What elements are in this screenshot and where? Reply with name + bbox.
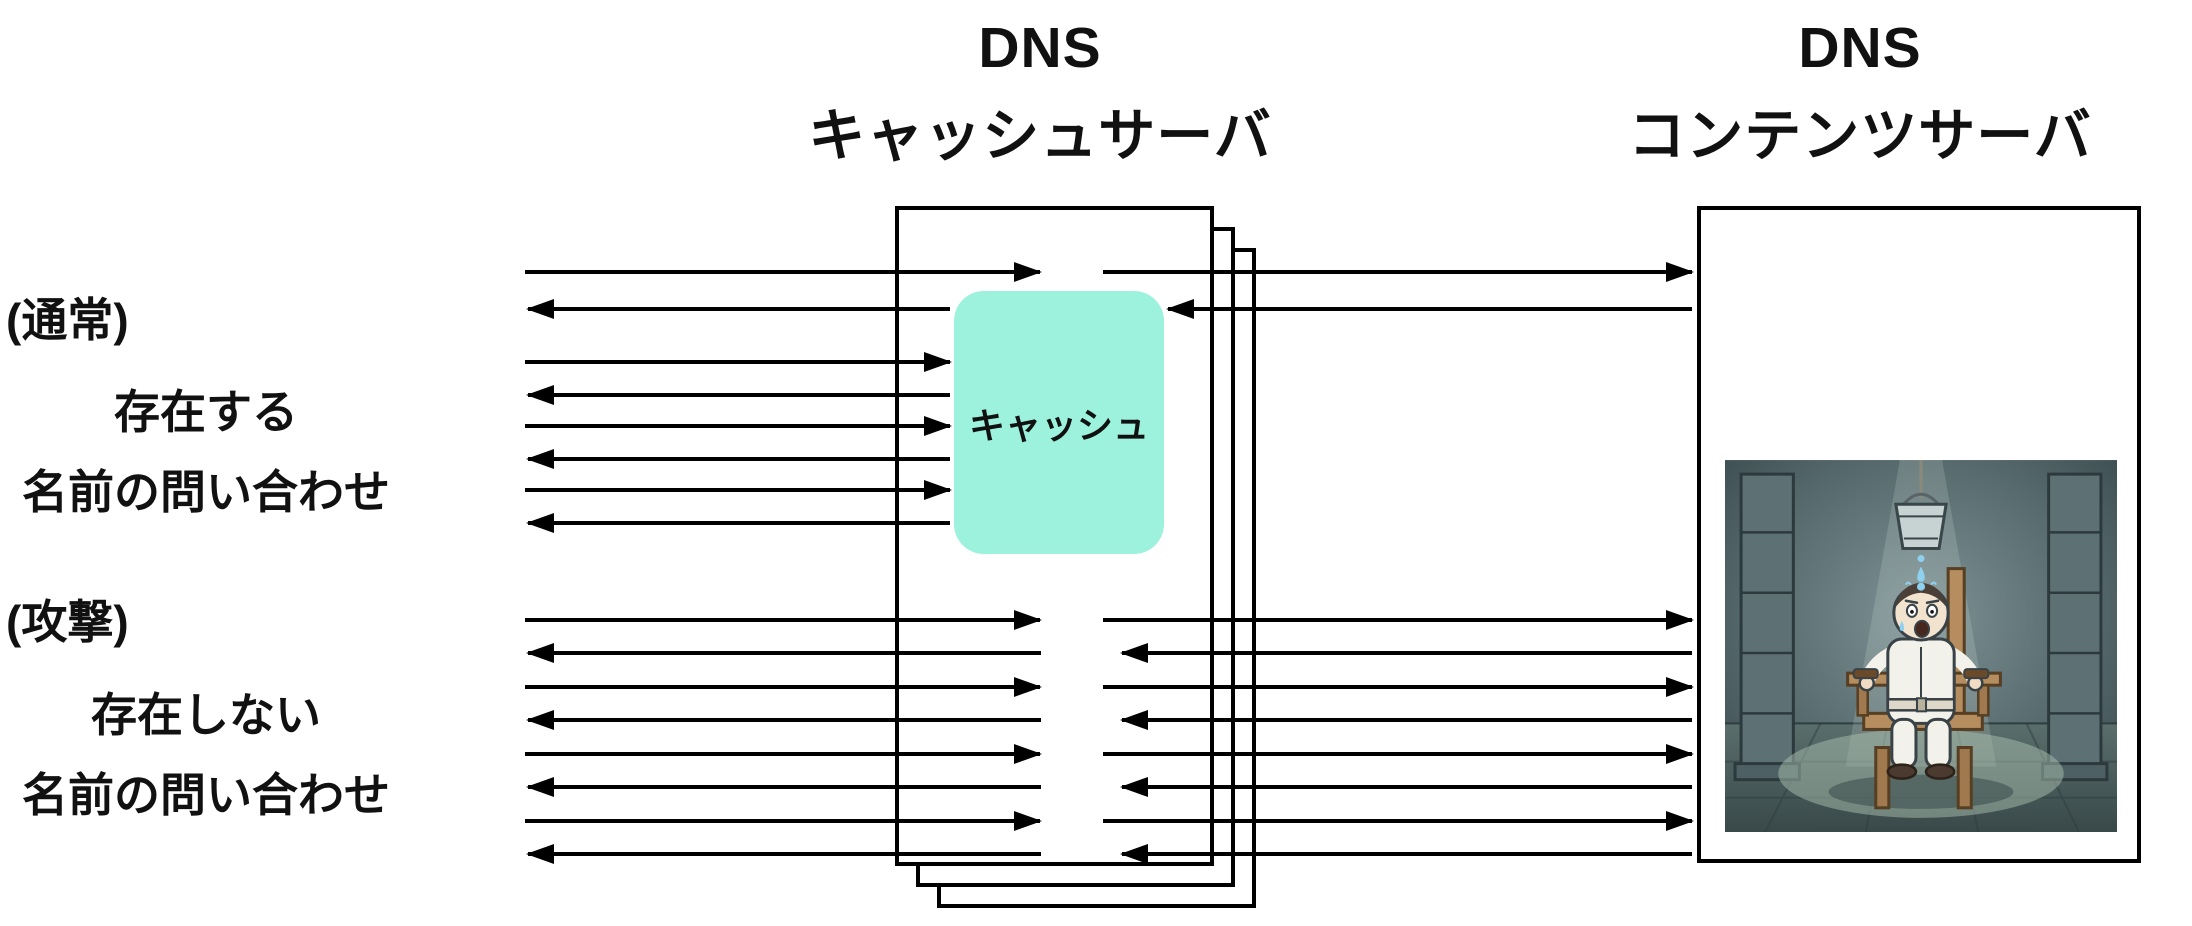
cache-server-title-line2: キャッシュサーバ: [808, 104, 1272, 168]
tortured-person: [1852, 581, 1990, 780]
chair-shadow: [1828, 774, 2014, 809]
label-attack-tag: (攻撃): [6, 596, 129, 648]
label-attack-line2: 名前の問い合わせ: [22, 769, 390, 821]
label-normal-line2: 名前の問い合わせ: [22, 466, 390, 518]
floor-spotlight: [1778, 729, 2064, 818]
stone-pillar-right: [2041, 472, 2109, 782]
content-server-title-line1: DNS: [1798, 16, 1922, 80]
content-server-title: DNS コンテンツサーバ: [1590, 4, 2130, 180]
cache-server-title: DNS キャッシュサーバ: [770, 4, 1310, 180]
water-drops: [1917, 555, 1925, 582]
label-attack-line1: 存在しない: [91, 689, 321, 741]
stone-pillar-left: [1733, 472, 1801, 782]
cache-box-label: キャッシュ: [968, 404, 1149, 446]
cache-box: キャッシュ: [954, 291, 1164, 554]
label-normal-line1: 存在する: [114, 386, 298, 438]
label-normal-tag: (通常): [6, 294, 129, 346]
content-server-title-line2: コンテンツサーバ: [1628, 104, 2092, 168]
hanging-bucket: [1894, 460, 1948, 551]
water-torture-illustration: [1725, 460, 2117, 832]
content-server-box: [1697, 206, 2141, 863]
cache-server-title-line1: DNS: [978, 16, 1102, 80]
